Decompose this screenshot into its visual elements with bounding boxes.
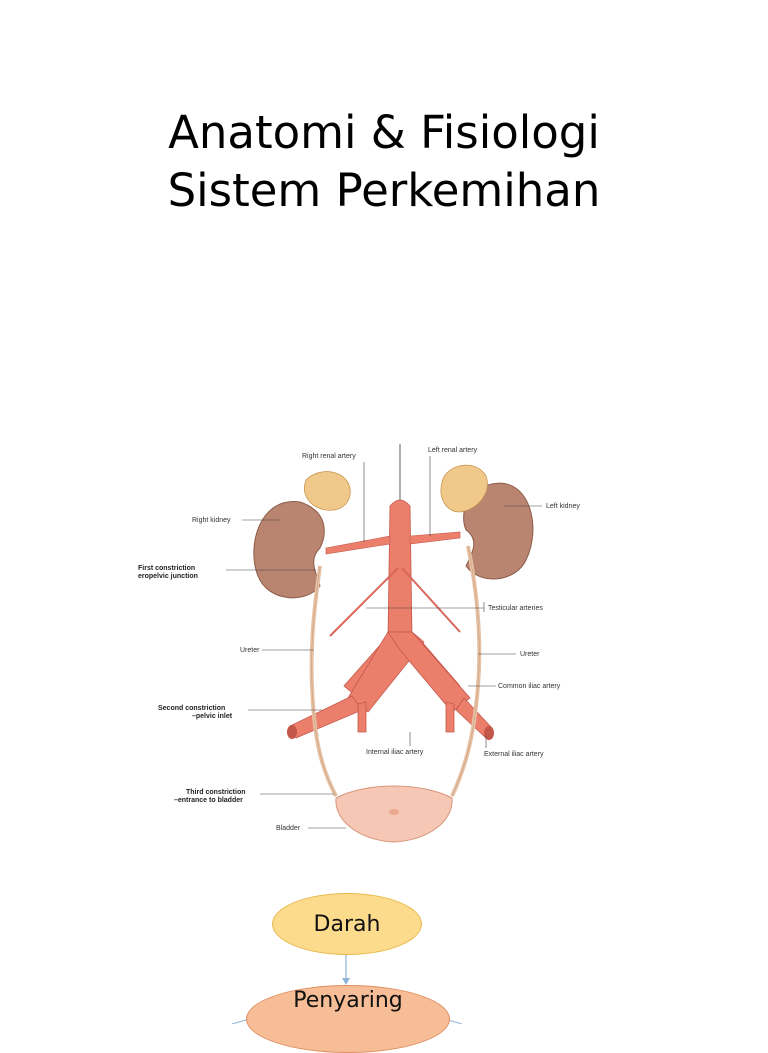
label-ureter-left: Ureter	[520, 651, 540, 658]
label-third-constriction-1: Third constriction	[186, 789, 246, 796]
label-third-constriction-2: –entrance to bladder	[174, 797, 243, 804]
external-iliac-left-end	[484, 726, 494, 740]
label-right-kidney: Right kidney	[192, 517, 231, 524]
left-adrenal-gland	[440, 464, 488, 513]
slide-title: Anatomi & Fisiologi Sistem Perkemihan	[0, 104, 768, 220]
label-first-constriction-1: First constriction	[138, 565, 195, 572]
flow-node-penyaring-label: Penyaring	[293, 988, 403, 1013]
connector-left-out	[231, 1019, 247, 1024]
label-testicular-arteries: Testicular arteries	[488, 605, 543, 612]
label-external-iliac-artery: External iliac artery	[484, 751, 544, 758]
label-ureter-right: Ureter	[240, 647, 260, 654]
label-internal-iliac-artery: Internal iliac artery	[366, 749, 424, 756]
label-right-renal-artery: Right renal artery	[302, 453, 356, 460]
left-renal-artery	[409, 531, 461, 545]
bladder-orifice	[389, 809, 399, 815]
slide-title-line-1: Anatomi & Fisiologi	[168, 106, 600, 159]
right-kidney	[253, 501, 325, 599]
right-ureter-outline	[311, 565, 337, 797]
leader-lines	[226, 456, 542, 829]
label-first-constriction-2: eropelvic junction	[138, 573, 198, 580]
flow-node-penyaring: Penyaring	[246, 985, 450, 1053]
right-renal-artery	[325, 535, 391, 555]
urinary-system-svg: Right renal artery Left renal artery Rig…	[138, 444, 580, 843]
label-second-constriction-1: Second constriction	[158, 705, 225, 712]
label-common-iliac-artery: Common iliac artery	[498, 683, 561, 690]
label-second-constriction-2: –pelvic inlet	[192, 713, 233, 720]
internal-iliac-right	[357, 701, 367, 733]
internal-iliac-left	[445, 701, 455, 733]
external-iliac-right-end	[287, 725, 297, 739]
flow-node-darah-label: Darah	[313, 911, 381, 937]
flow-node-darah: Darah	[272, 893, 422, 955]
label-bladder: Bladder	[276, 825, 301, 832]
right-adrenal-gland	[304, 471, 351, 511]
testicular-artery-right	[329, 567, 399, 637]
slide-title-line-2: Sistem Perkemihan	[167, 164, 601, 217]
urinary-system-illustration: Right renal artery Left renal artery Rig…	[130, 436, 610, 852]
flow-connectors	[231, 954, 463, 1024]
testicular-artery-left	[401, 567, 461, 633]
label-left-renal-artery: Left renal artery	[428, 447, 478, 454]
arrowhead-icon	[342, 978, 350, 985]
label-left-kidney: Left kidney	[546, 503, 580, 510]
connector-right-out	[447, 1019, 463, 1024]
